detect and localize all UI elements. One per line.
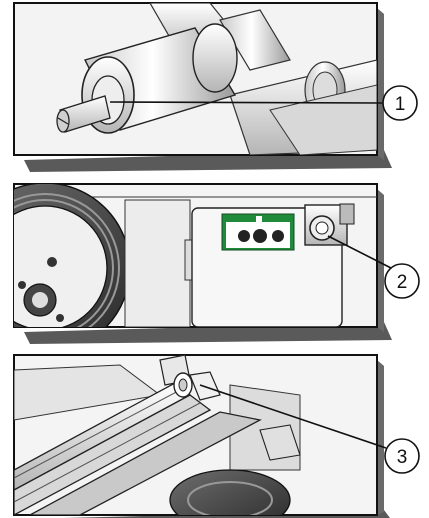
callout-2-leader xyxy=(327,235,392,269)
callout-1-label: 1 xyxy=(395,94,406,115)
panel-1-illustration xyxy=(56,3,377,155)
panel-3-illustration xyxy=(14,355,301,515)
callout-3-label: 3 xyxy=(397,447,408,468)
panel-1: 1 xyxy=(13,2,418,172)
callout-3-leader xyxy=(199,384,387,449)
callout-1-leader xyxy=(109,101,384,104)
panel-2-illustration xyxy=(14,184,377,327)
callout-2-label: 2 xyxy=(397,272,408,293)
callout-2-bubble xyxy=(384,263,420,299)
callout-1-bubble xyxy=(382,85,418,121)
panel-3: 3 xyxy=(13,354,420,518)
panel-2: 2 xyxy=(13,183,420,344)
callout-3-bubble xyxy=(384,438,420,474)
